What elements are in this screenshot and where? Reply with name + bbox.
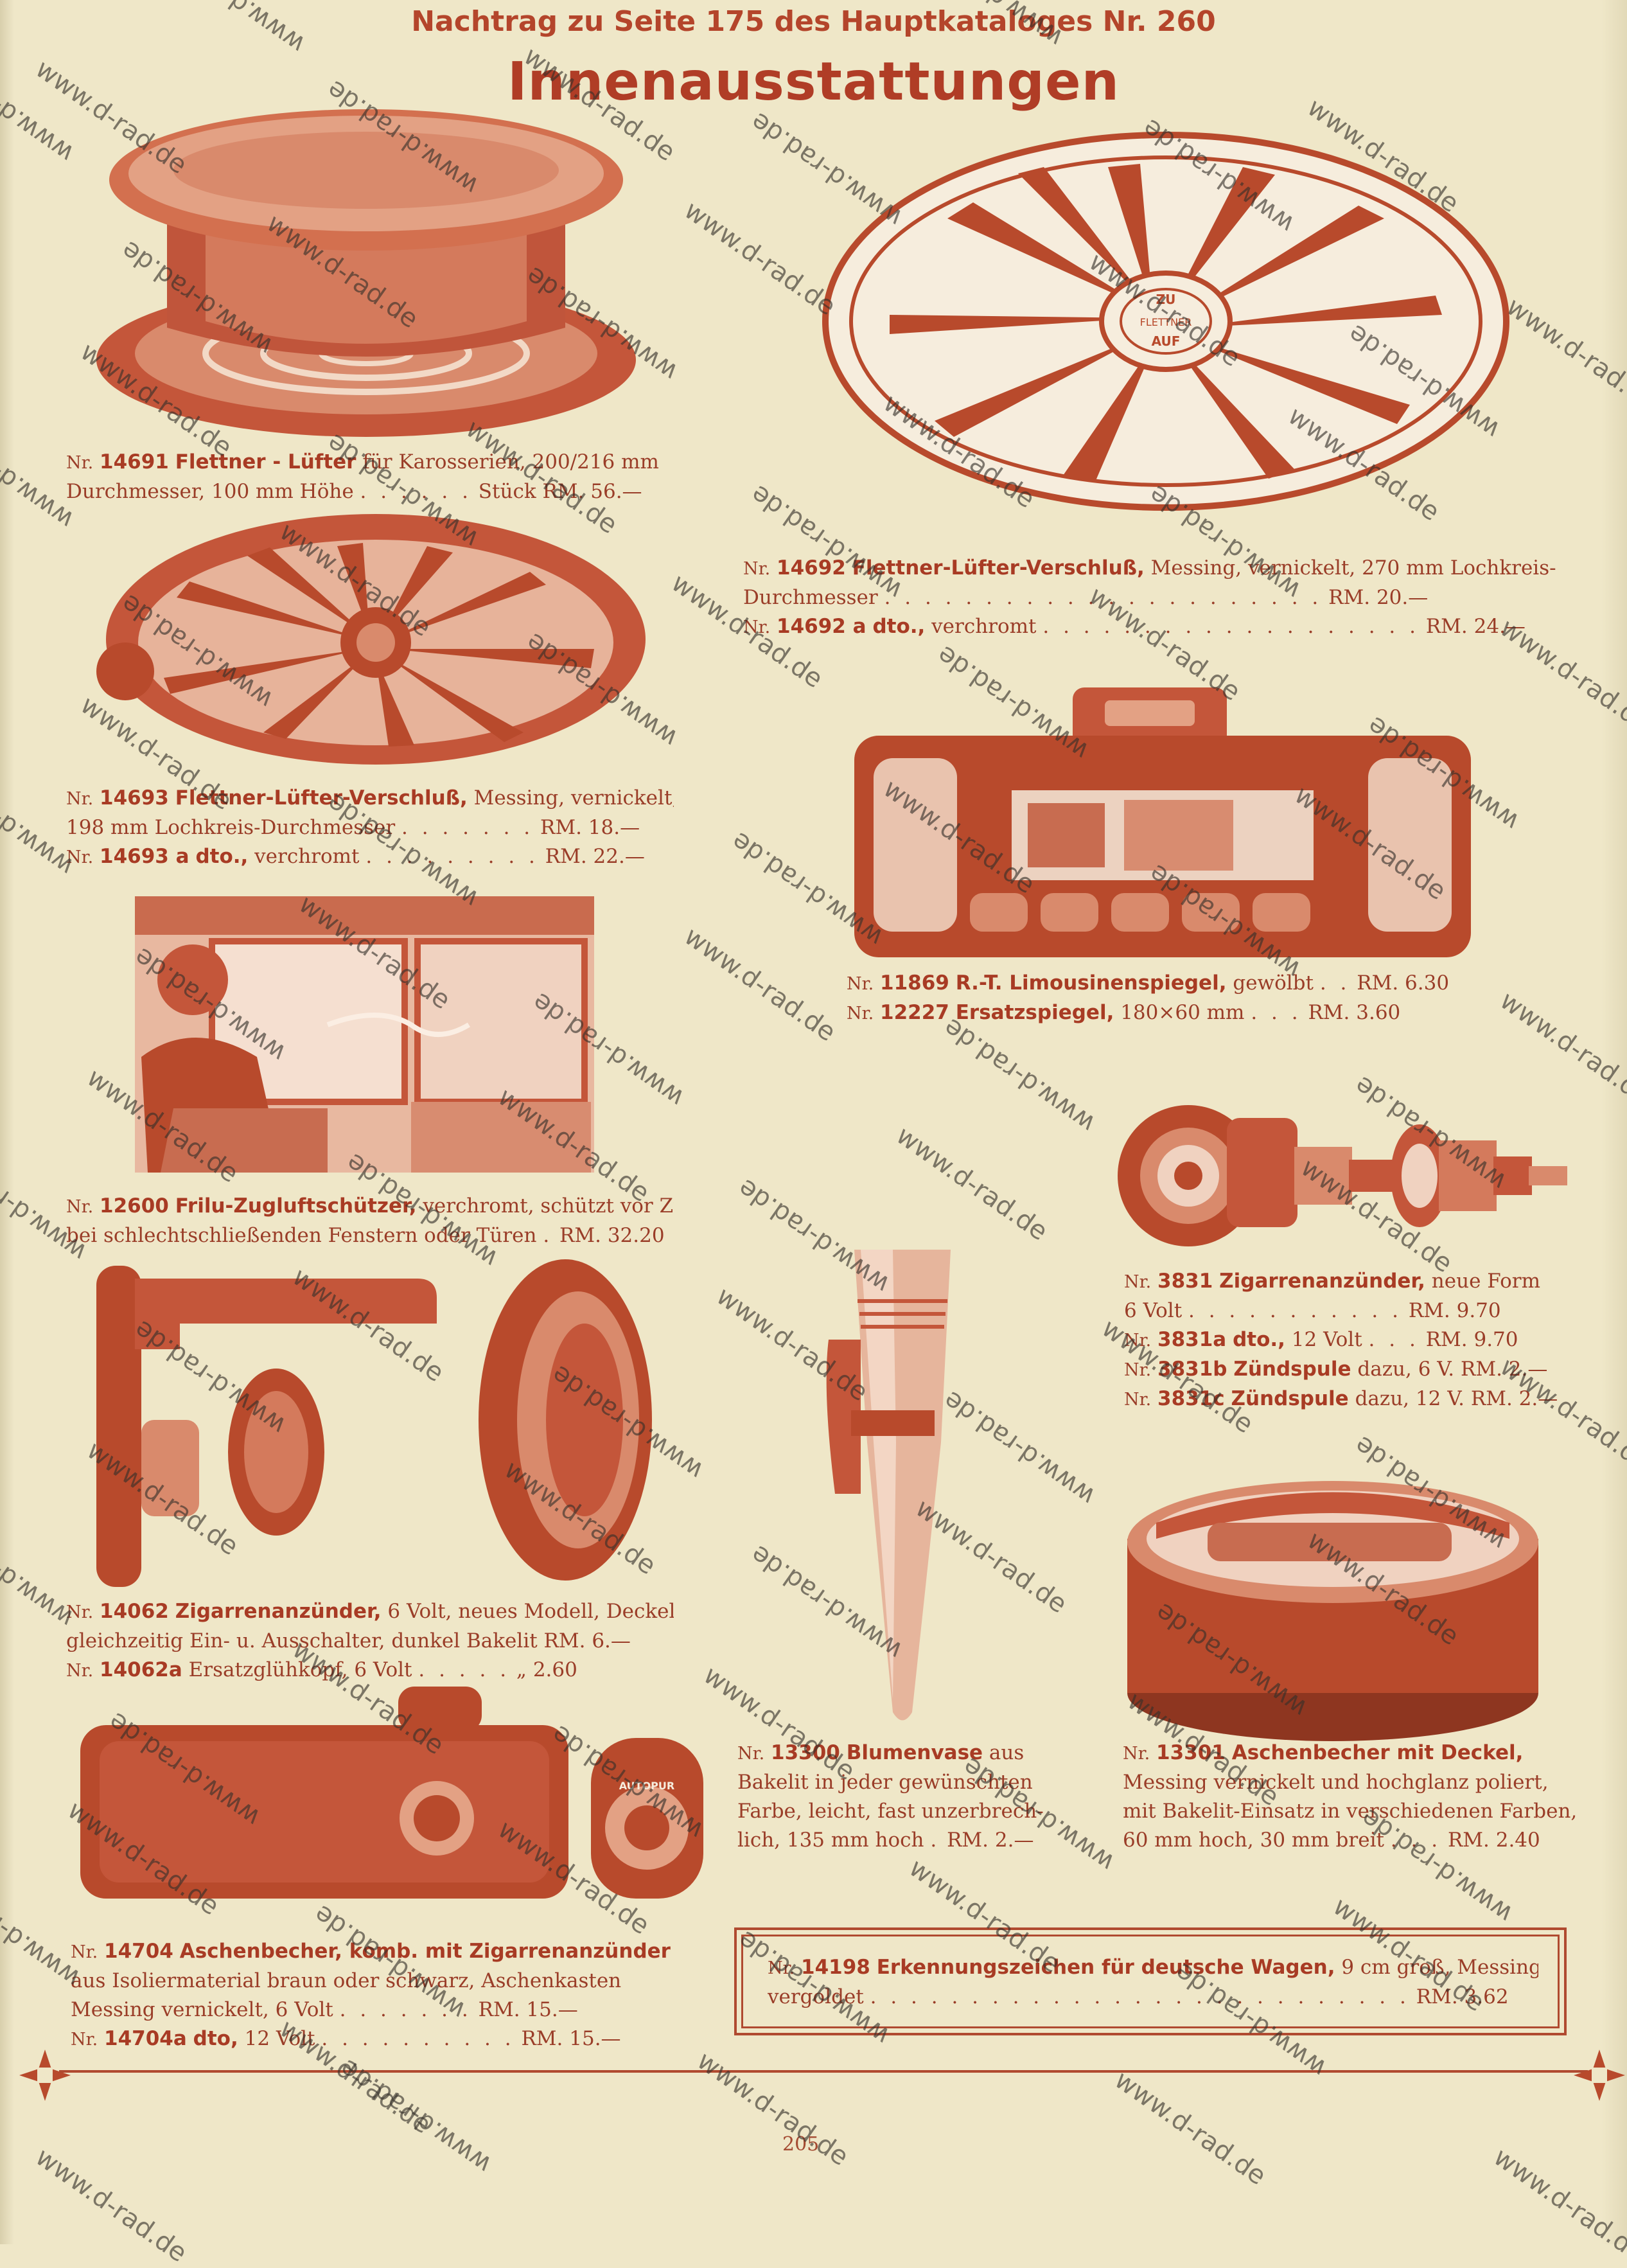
ashtray-13301-image: [1127, 1481, 1538, 1741]
watermark: www.d-rad.de: [30, 2142, 193, 2268]
footer-ornament-right: [1574, 2050, 1625, 2101]
watermark: www.d-rad.de: [691, 2046, 854, 2172]
cigar-lighter-3831-image: [1118, 1105, 1567, 1246]
flettner-vent-cover-small-image: [96, 514, 646, 765]
watermark: www.d-rad.de: [890, 1121, 1053, 1247]
caption-14691: Nr. 14691 Flettner - Lüfter für Karosser…: [66, 450, 659, 503]
page-number: 205: [782, 2133, 820, 2156]
vent-hub-label-bottom: AUF: [1152, 333, 1181, 349]
flettner-vent-drum-image: [96, 109, 636, 437]
watermark: www.d-rad.de: [678, 921, 841, 1048]
license-plate-box: [734, 1927, 1567, 2035]
ashtray-14704-image: AUTOPUR: [80, 1687, 703, 1899]
footer-rule: [59, 2070, 1588, 2073]
cigar-lighter-14062-image: [96, 1259, 652, 1587]
vent-hub-label-mid: FLETTNER: [1140, 316, 1192, 328]
caption-14693: Nr. 14693 Flettner-Lüfter-Verschluß, Mes…: [66, 786, 674, 868]
caption-14692: Nr. 14692 Flettner-Lüfter-Verschluß, Mes…: [743, 556, 1556, 638]
caption-12600: Nr. 12600 Frilu-Zugluftschützer, verchro…: [66, 1194, 674, 1247]
caption-13301: Nr. 13301 Aschenbecher mit Deckel, Messi…: [1123, 1741, 1578, 1852]
limousine-mirror-image: [854, 687, 1471, 957]
caption-14198: Nr. 14198 Erkennungszeichen für deutsche…: [768, 1956, 1538, 2008]
flower-vase-image: [826, 1250, 951, 1721]
watermark: www.d-rad.de: [938, 1012, 1101, 1138]
caption-13300: Nr. 13300 Blumenvase aus Bakelit in jede…: [737, 1741, 1044, 1852]
flettner-vent-cover-large-image: ZU FLETTNER AUF: [822, 132, 1509, 511]
caption-3831: Nr. 3831 Zigarrenanzünder, neue Form 6 V…: [1124, 1270, 1558, 1410]
vent-hub-label-top: ZU: [1156, 292, 1176, 307]
page-subtitle: Nachtrag zu Seite 175 des Hauptkataloges…: [411, 5, 1216, 38]
footer-ornament-left: [19, 2050, 71, 2101]
caption-11869: Nr. 11869 R.-T. Limousinenspiegel, gewöl…: [847, 971, 1450, 1024]
page-title: Innenausstattungen: [507, 51, 1120, 112]
draft-guard-illustration: [135, 896, 594, 1173]
ashtray-brand-label: AUTOPUR: [619, 1780, 674, 1792]
page-edge-left: [0, 0, 14, 2244]
watermark: www.d-rad.de: [1109, 2065, 1272, 2192]
caption-14704: Nr. 14704 Aschenbecher, komb. mit Zigarr…: [71, 1940, 671, 2050]
caption-14062: Nr. 14062 Zigarrenanzünder, 6 Volt, neue…: [66, 1600, 674, 1681]
page-edge-right: [1601, 0, 1627, 2244]
